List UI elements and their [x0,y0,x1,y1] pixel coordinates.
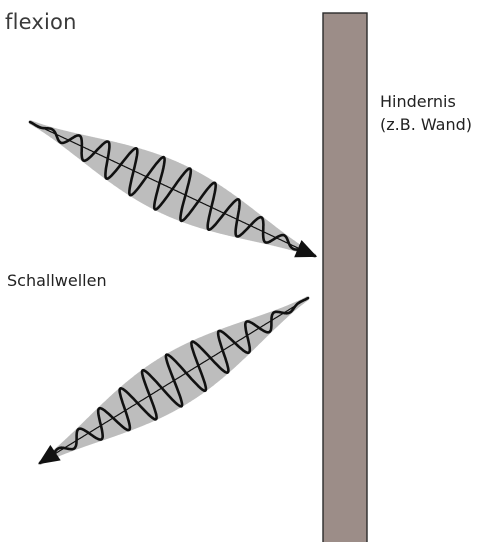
sound-waves-label: Schallwellen [7,271,107,290]
obstacle-label-line2: (z.B. Wand) [380,115,473,134]
obstacle-wall [322,12,368,542]
diagram-title: flexion [5,10,77,34]
obstacle-label: Hindernis (z.B. Wand) [380,90,472,136]
reflected-wave [38,296,310,465]
obstacle-label-line1: Hindernis [380,92,456,111]
reflected-wave-packet [38,296,310,465]
incident-wave [28,120,318,258]
incident-wave-packet [28,120,318,258]
